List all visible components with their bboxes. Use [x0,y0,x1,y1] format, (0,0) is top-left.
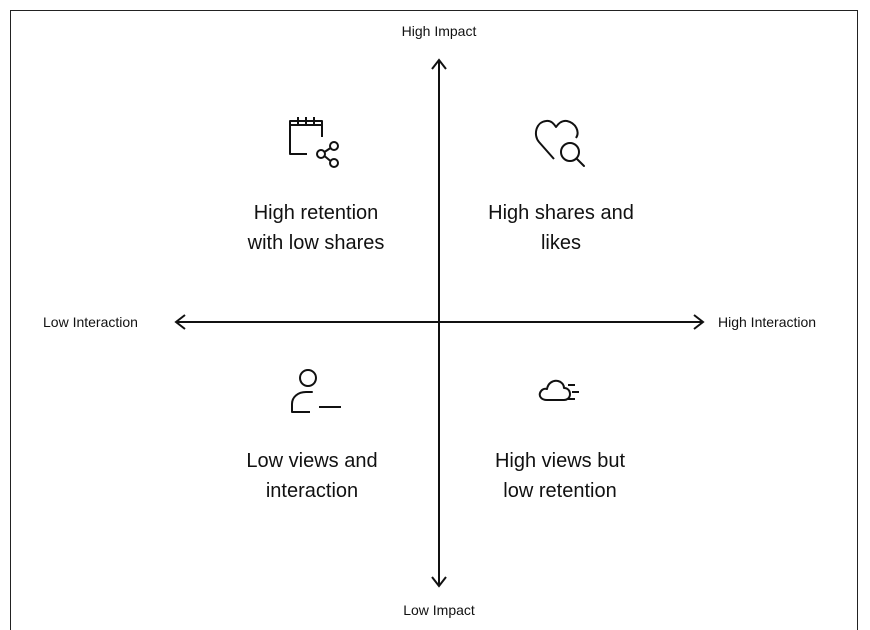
axis-label-bottom: Low Impact [403,602,475,618]
user-minus-icon [291,369,341,413]
quadrant-text-bottom-left: Low views and interaction [202,446,422,506]
arrow-left-icon [174,314,186,330]
axis-label-right: High Interaction [718,314,817,330]
axis-label-left: Low Interaction [43,314,138,330]
calendar-share-icon [289,117,339,168]
quadrant-line: High shares and [488,202,634,224]
quadrant-line: interaction [265,480,359,502]
cloud-wind-icon [538,379,579,401]
quadrant-line: likes [540,232,581,254]
quadrant-line: High retention [253,202,379,224]
quadrant-text-top-right: High shares and likes [451,198,671,258]
quadrant-line: Low views and [246,450,378,472]
heart-search-icon [534,119,585,167]
quadrant-line: low retention [503,480,617,502]
quadrant-line: High views but [494,450,626,472]
arrow-right-icon [693,314,705,330]
arrow-down-icon [431,576,447,588]
diagram-frame [10,10,858,630]
quadrant-text-bottom-right: High views but low retention [450,446,670,506]
quadrant-line: with low shares [247,232,385,254]
axis-label-top: High Impact [401,23,477,39]
quadrant-text-top-left: High retention with low shares [206,198,426,258]
arrow-up-icon [431,58,447,70]
